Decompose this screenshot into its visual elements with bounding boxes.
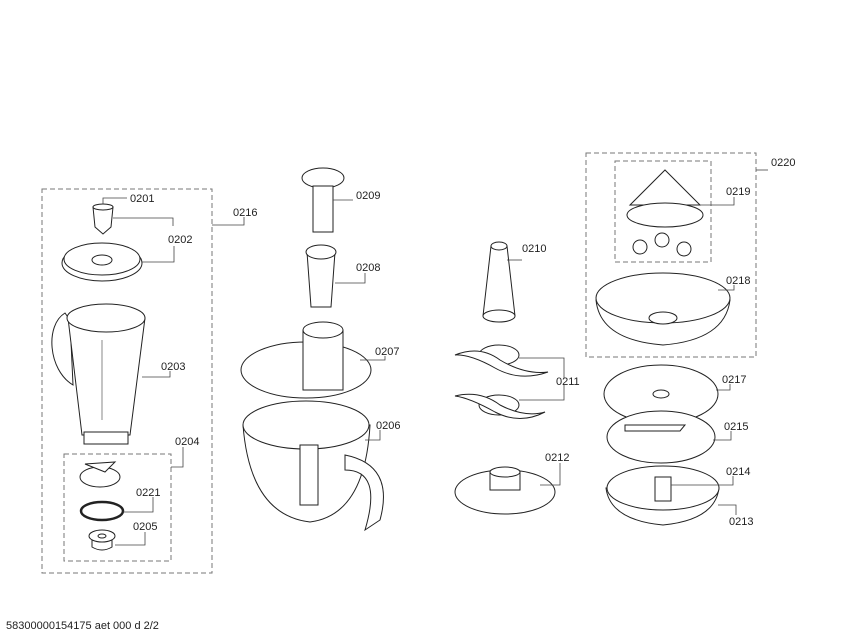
label-0211[interactable]: 0211 [556, 376, 580, 388]
label-0213[interactable]: 0213 [729, 516, 753, 528]
part-0208-small-pusher[interactable] [305, 244, 337, 308]
part-0205-coupling[interactable] [88, 529, 116, 551]
label-0206[interactable]: 0206 [376, 420, 400, 432]
label-0218[interactable]: 0218 [726, 275, 750, 287]
group-box-0204 [63, 453, 172, 562]
label-0201[interactable]: 0201 [130, 193, 154, 205]
label-0209[interactable]: 0209 [356, 190, 380, 202]
label-0214[interactable]: 0214 [726, 466, 750, 478]
part-0209-pusher[interactable] [301, 167, 345, 233]
label-0215[interactable]: 0215 [724, 421, 748, 433]
label-0204[interactable]: 0204 [175, 436, 199, 448]
part-0202-lid[interactable] [61, 242, 143, 282]
label-0207[interactable]: 0207 [375, 346, 399, 358]
label-0203[interactable]: 0203 [161, 361, 185, 373]
document-footer-id: 58300000154175 aet 000 d 2/2 [6, 620, 159, 632]
label-0221[interactable]: 0221 [136, 487, 160, 499]
part-0206-bowl[interactable] [242, 400, 384, 532]
part-0204-blade-unit[interactable] [79, 461, 121, 488]
part-0213-base[interactable] [605, 465, 720, 526]
part-0214-drive[interactable] [654, 476, 672, 502]
label-0220[interactable]: 0220 [771, 157, 795, 169]
label-0210[interactable]: 0210 [522, 243, 546, 255]
part-0215-slicing-disc[interactable] [606, 410, 716, 464]
part-0218-strainer[interactable] [595, 272, 731, 346]
part-0201-cap[interactable] [92, 203, 114, 235]
group-box-0220 [585, 152, 757, 358]
part-0212-disc-holder[interactable] [454, 466, 556, 515]
label-0217[interactable]: 0217 [722, 374, 746, 386]
label-0219[interactable]: 0219 [726, 186, 750, 198]
label-0212[interactable]: 0212 [545, 452, 569, 464]
part-0210-drive-shaft[interactable] [482, 241, 516, 323]
part-0221-seal-ring[interactable] [79, 500, 125, 522]
part-0203-jug[interactable] [51, 303, 146, 445]
group-box-0216 [41, 188, 213, 574]
part-0211-knife-blades[interactable] [454, 344, 549, 419]
part-0207-bowl-lid[interactable] [240, 321, 372, 399]
part-0217-grating-disc[interactable] [603, 364, 719, 424]
label-0202[interactable]: 0202 [168, 234, 192, 246]
label-0205[interactable]: 0205 [133, 521, 157, 533]
label-0208[interactable]: 0208 [356, 262, 380, 274]
leader-lines [102, 169, 768, 546]
group-box-0219 [614, 160, 712, 263]
part-0219-citrus-cone[interactable] [626, 169, 704, 257]
label-0216[interactable]: 0216 [233, 207, 257, 219]
